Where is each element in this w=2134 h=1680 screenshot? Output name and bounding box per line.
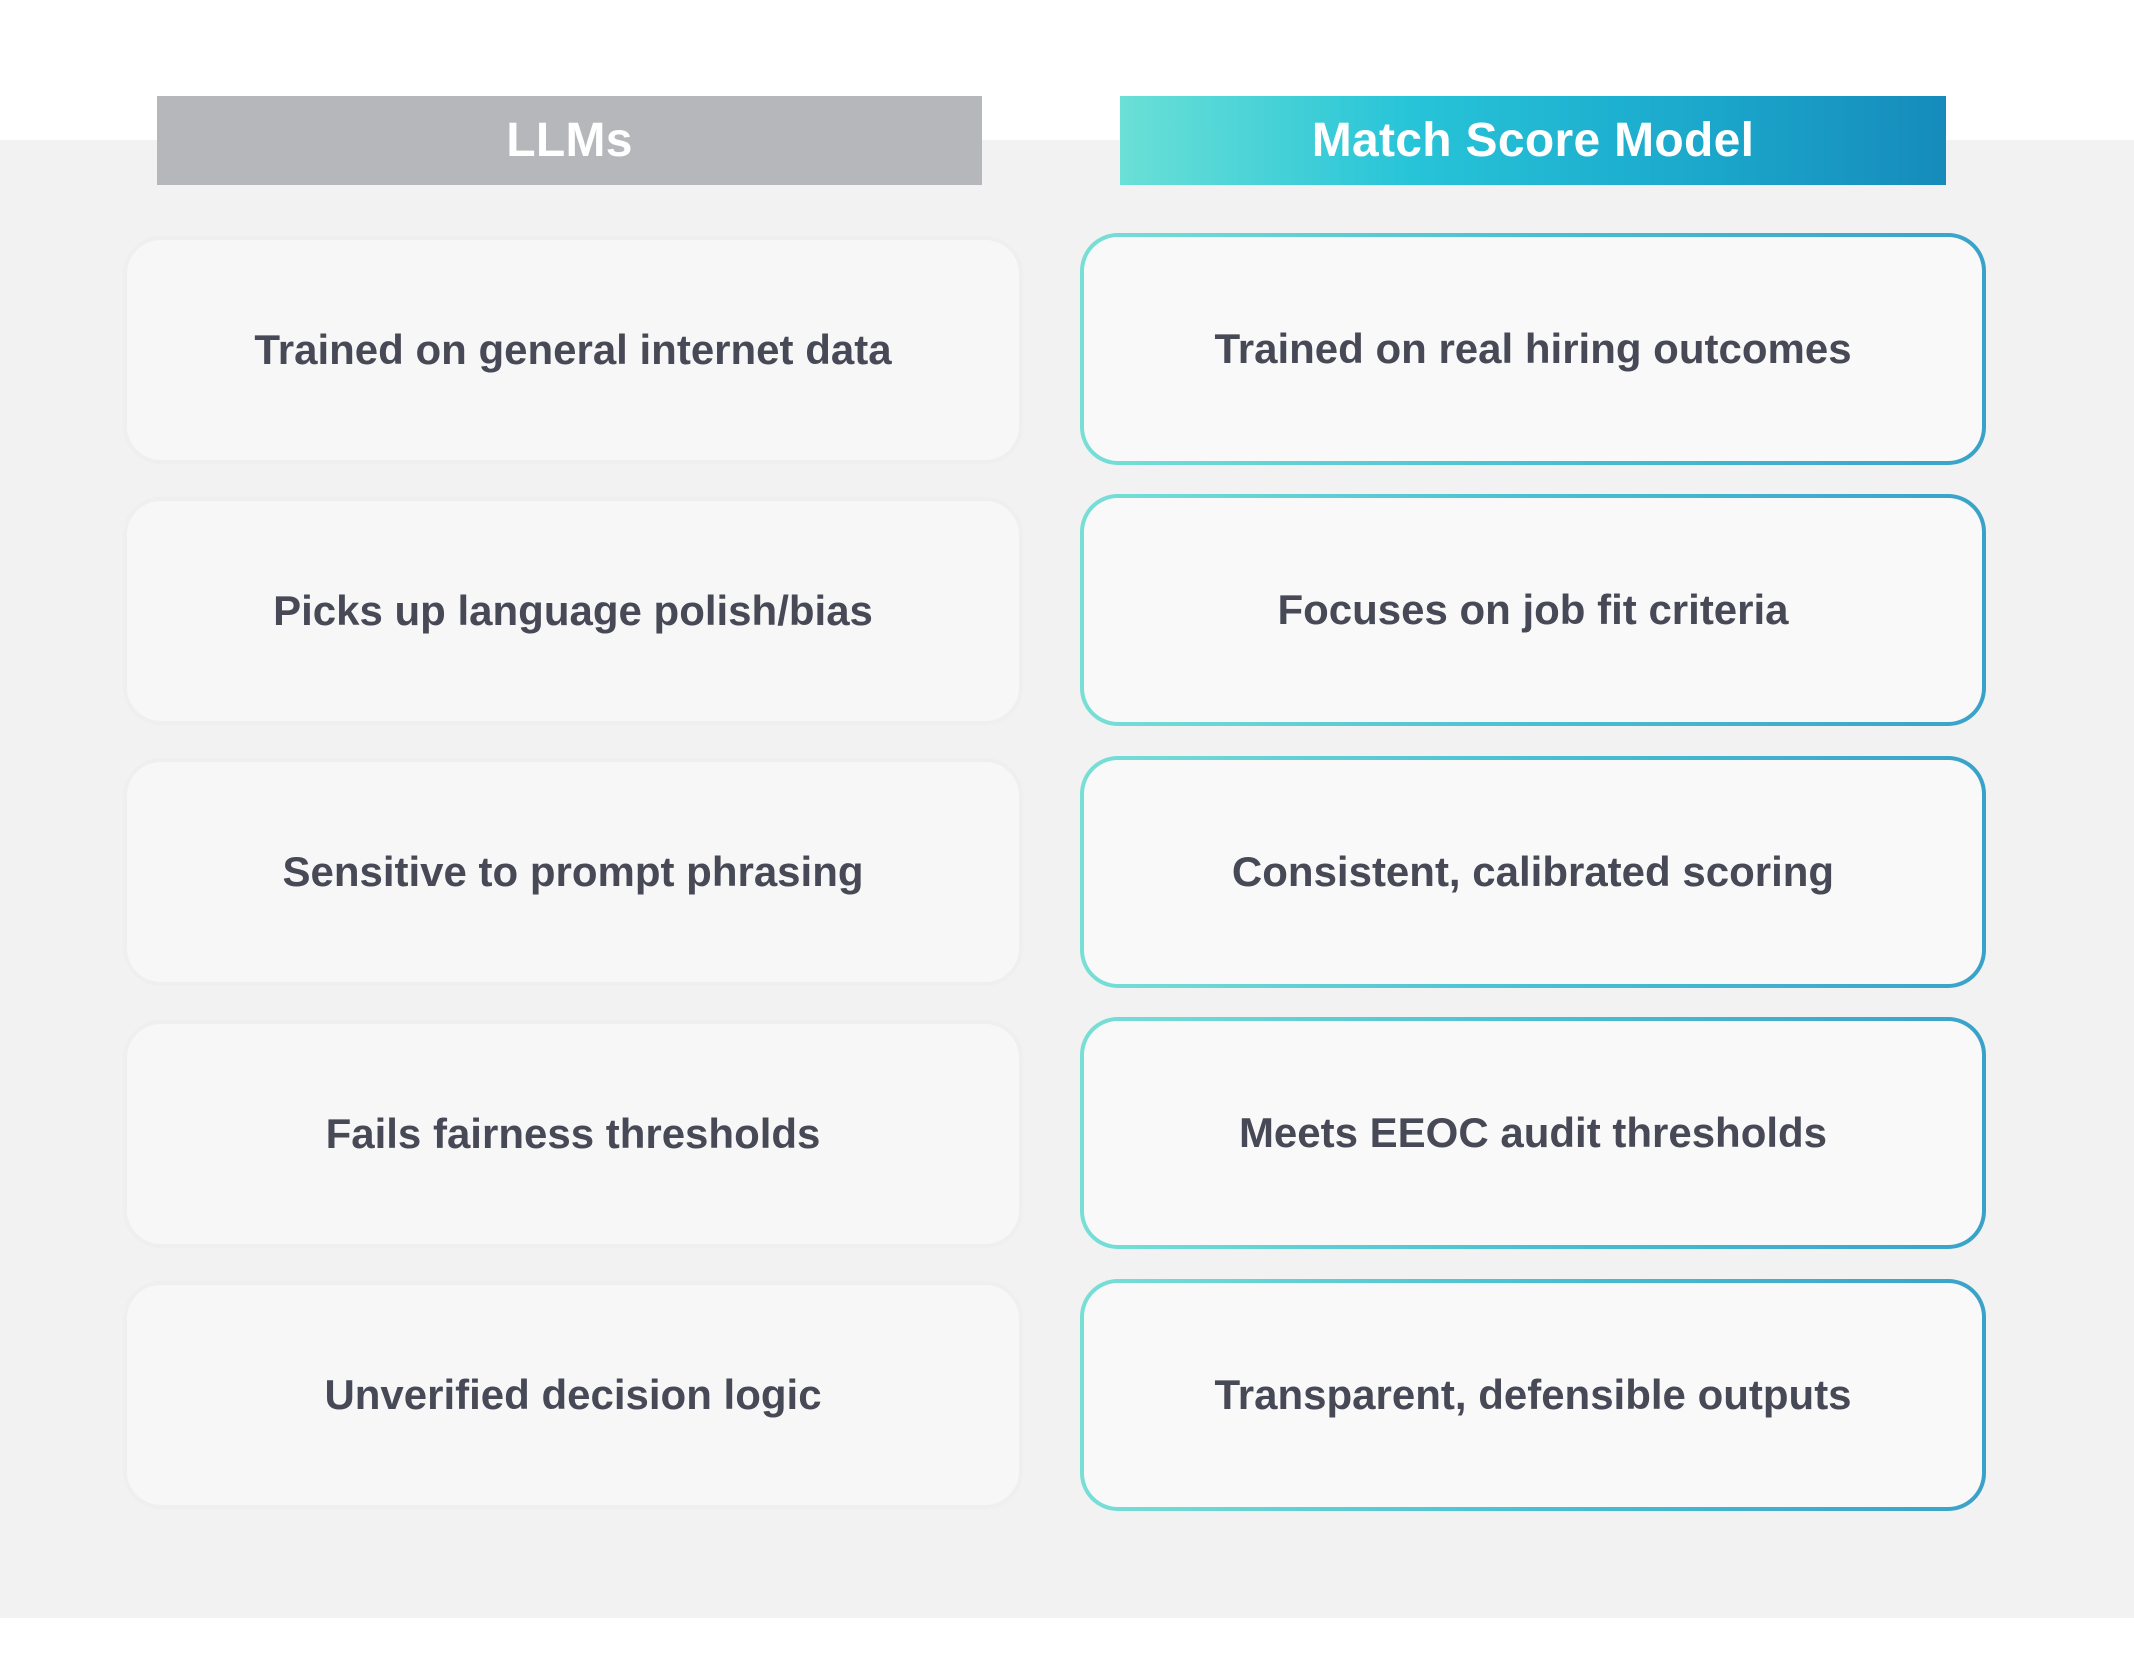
llm-card-3: Sensitive to prompt phrasing (123, 758, 1023, 986)
msm-card-3: Consistent, calibrated scoring (1080, 756, 1986, 988)
msm-card-1: Trained on real hiring outcomes (1080, 233, 1986, 465)
llm-card-4: Fails fairness thresholds (123, 1020, 1023, 1248)
msm-card-5: Transparent, defensible outputs (1080, 1279, 1986, 1511)
msm-card-2: Focuses on job fit criteria (1080, 494, 1986, 726)
llm-card-2: Picks up language polish/bias (123, 497, 1023, 725)
llm-card-1: Trained on general internet data (123, 236, 1023, 464)
llms-column-header: LLMs (157, 96, 982, 185)
match-score-model-column-header: Match Score Model (1120, 96, 1946, 185)
msm-card-4: Meets EEOC audit thresholds (1080, 1017, 1986, 1249)
llm-card-5: Unverified decision logic (123, 1281, 1023, 1509)
